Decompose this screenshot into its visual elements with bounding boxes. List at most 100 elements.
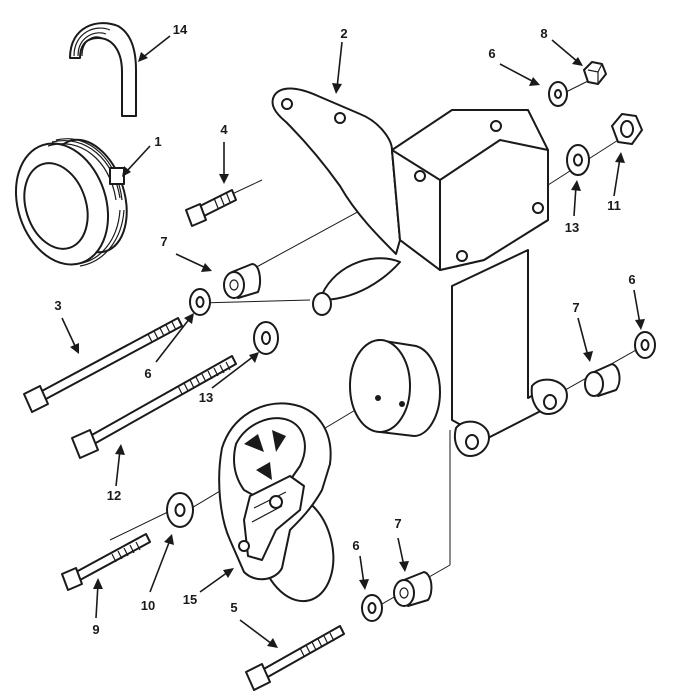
arrowhead-13-top bbox=[571, 180, 581, 191]
callout-13-top: 13 bbox=[565, 220, 579, 235]
bolt-threads bbox=[147, 321, 177, 343]
washer-inner bbox=[554, 89, 562, 99]
leader-6-right bbox=[633, 289, 641, 325]
spacer-face bbox=[393, 579, 415, 607]
arrowhead-10 bbox=[164, 534, 174, 545]
part-15-tensioner bbox=[218, 402, 335, 603]
bracket-hole bbox=[281, 98, 293, 110]
leader-6-top bbox=[499, 63, 535, 83]
washer-inner bbox=[367, 602, 377, 614]
arrowhead-6-right bbox=[635, 319, 645, 330]
callout-12: 12 bbox=[107, 488, 121, 503]
callout-6-top: 6 bbox=[488, 46, 495, 61]
part-9-bolt bbox=[61, 533, 151, 591]
bracket-boss bbox=[312, 292, 332, 316]
arrowhead-1 bbox=[122, 166, 131, 177]
bolt-head bbox=[61, 567, 83, 591]
cylinder-hole bbox=[399, 401, 405, 407]
axis-line bbox=[109, 507, 177, 541]
leader-5 bbox=[239, 619, 273, 645]
spacer-7-right bbox=[584, 363, 621, 397]
arrowhead-7-bottom bbox=[399, 561, 409, 572]
washer-6-bottom bbox=[361, 594, 383, 622]
washer-inner bbox=[195, 296, 205, 308]
bracket-hole bbox=[334, 112, 346, 124]
washer-inner bbox=[261, 331, 271, 345]
bracket-plate-face bbox=[439, 139, 549, 271]
washer-13-top bbox=[566, 144, 590, 176]
part-6-washers bbox=[189, 81, 656, 622]
axis-line bbox=[199, 299, 311, 304]
leader-7-top bbox=[175, 253, 207, 269]
arrowhead-14 bbox=[138, 52, 148, 62]
bolt-head bbox=[245, 663, 271, 691]
nut-hex bbox=[583, 61, 607, 85]
callout-13-left: 13 bbox=[199, 390, 213, 405]
bracket-eye-hole bbox=[543, 394, 557, 410]
washer-6-left bbox=[189, 288, 211, 316]
part-2-bracket bbox=[271, 87, 568, 457]
leader-15 bbox=[199, 571, 229, 593]
callout-1: 1 bbox=[154, 134, 161, 149]
leader-1 bbox=[125, 145, 151, 173]
leader-6-left bbox=[155, 317, 191, 363]
nut-bore bbox=[620, 120, 634, 138]
arrowhead-7-right bbox=[583, 351, 593, 362]
arrowhead-9 bbox=[93, 578, 103, 589]
leader-2 bbox=[336, 41, 343, 89]
callout-6-left: 6 bbox=[144, 366, 151, 381]
axis-line bbox=[229, 179, 263, 196]
leader-7-bottom bbox=[397, 537, 405, 567]
belt-ribs bbox=[73, 27, 111, 57]
callout-6-right: 6 bbox=[628, 272, 635, 287]
cylinder-spacer bbox=[349, 339, 441, 437]
tensioner-windows bbox=[244, 430, 286, 480]
plate-hole bbox=[414, 170, 426, 182]
leader-lines bbox=[61, 35, 645, 648]
part-10-washer bbox=[166, 492, 194, 528]
pulley-grooves bbox=[47, 138, 125, 267]
arrowhead-6-bottom bbox=[359, 579, 369, 590]
bolt-threads bbox=[111, 541, 141, 563]
leader-13-top bbox=[573, 185, 577, 217]
leader-14 bbox=[141, 35, 171, 59]
arrowhead-15 bbox=[223, 568, 234, 578]
tensioner-arm bbox=[243, 475, 305, 561]
arrowhead-2 bbox=[332, 83, 342, 94]
spacer-7-top bbox=[223, 263, 261, 299]
part-4-bolt bbox=[185, 189, 237, 227]
arrowhead-5 bbox=[267, 638, 278, 648]
bolt-head bbox=[185, 203, 207, 227]
bolt-shank bbox=[199, 189, 237, 217]
spacer-bore bbox=[399, 587, 409, 599]
part-1-pulley bbox=[14, 138, 128, 267]
arrowhead-7-top bbox=[201, 263, 212, 272]
arrowhead-8 bbox=[572, 57, 583, 66]
callout-2: 2 bbox=[340, 26, 347, 41]
cylinder-face bbox=[349, 339, 411, 433]
leader-10 bbox=[149, 539, 171, 593]
part-7-spacers bbox=[223, 263, 621, 607]
plate-hole bbox=[456, 250, 468, 262]
arrowhead-11 bbox=[615, 152, 625, 163]
callout-14: 14 bbox=[173, 22, 188, 37]
callout-3: 3 bbox=[54, 298, 61, 313]
spacer-face bbox=[584, 371, 604, 397]
part-13-washers bbox=[253, 144, 590, 355]
pulley-bore bbox=[23, 162, 89, 250]
cylinder-hole bbox=[375, 395, 381, 401]
callout-11: 11 bbox=[607, 198, 621, 213]
spacer-face bbox=[223, 271, 245, 299]
part-14-belt bbox=[69, 22, 137, 117]
washer-6-right bbox=[634, 331, 656, 359]
leader-13-left bbox=[211, 355, 255, 389]
plate-hole bbox=[532, 202, 544, 214]
part-11-nut bbox=[611, 113, 643, 145]
part-8-nut bbox=[583, 61, 607, 85]
bolt-threads bbox=[213, 191, 231, 209]
leader-9 bbox=[95, 583, 99, 619]
washer-inner bbox=[640, 339, 650, 351]
nut-edges bbox=[587, 63, 603, 84]
